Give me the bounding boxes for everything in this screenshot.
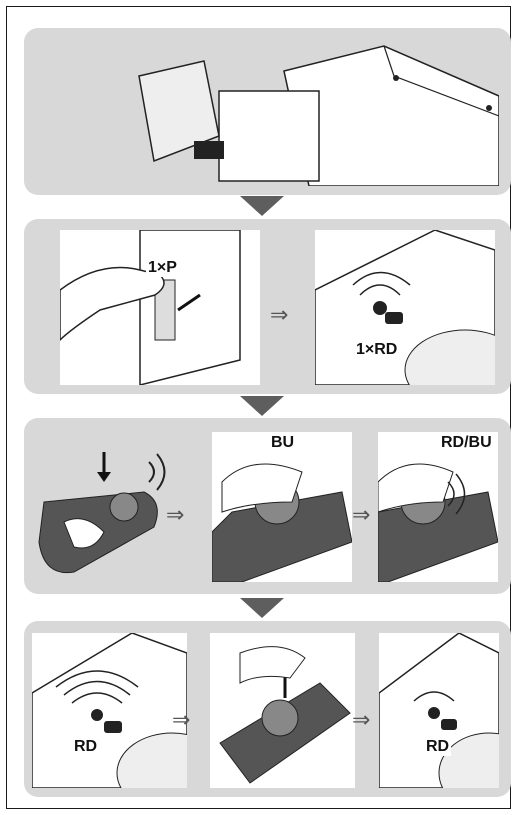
flow-arrow: ⇒ bbox=[166, 504, 184, 526]
step-3-panel: ⇒ BU ⇒ RD/BU bbox=[24, 418, 511, 594]
step-2-panel: 1×P ⇒ 1×RD bbox=[24, 219, 511, 394]
opener-steady-light-illustration bbox=[379, 633, 499, 788]
opener-housing-illustration bbox=[134, 36, 499, 186]
flow-arrow: ⇒ bbox=[352, 709, 370, 731]
blue-led-label: BU bbox=[269, 434, 296, 452]
separator-arrow-2 bbox=[240, 396, 284, 416]
remote-release-illustration bbox=[210, 633, 355, 788]
opener-flashing-light-illustration bbox=[32, 633, 187, 788]
flow-arrow: ⇒ bbox=[270, 304, 288, 326]
separator-arrow-3 bbox=[240, 598, 284, 618]
opener-red-light-label-2: RD bbox=[424, 738, 451, 756]
flow-arrow: ⇒ bbox=[352, 504, 370, 526]
indicator-light-label: 1×RD bbox=[354, 341, 399, 359]
press-program-label: 1×P bbox=[146, 259, 179, 277]
separator-arrow-1 bbox=[240, 196, 284, 216]
flashing-led-label: RD/BU bbox=[439, 434, 494, 452]
opener-red-light-label-1: RD bbox=[72, 738, 99, 756]
step-4-panel: RD ⇒ ⇒ RD bbox=[24, 621, 511, 797]
remote-flashing-led-illustration bbox=[378, 432, 498, 582]
remote-press-illustration bbox=[34, 432, 184, 582]
indicator-light-illustration bbox=[315, 230, 495, 385]
step-1-panel bbox=[24, 28, 511, 195]
program-button-illustration bbox=[60, 230, 260, 385]
flow-arrow: ⇒ bbox=[172, 709, 190, 731]
remote-blue-led-illustration bbox=[212, 432, 352, 582]
